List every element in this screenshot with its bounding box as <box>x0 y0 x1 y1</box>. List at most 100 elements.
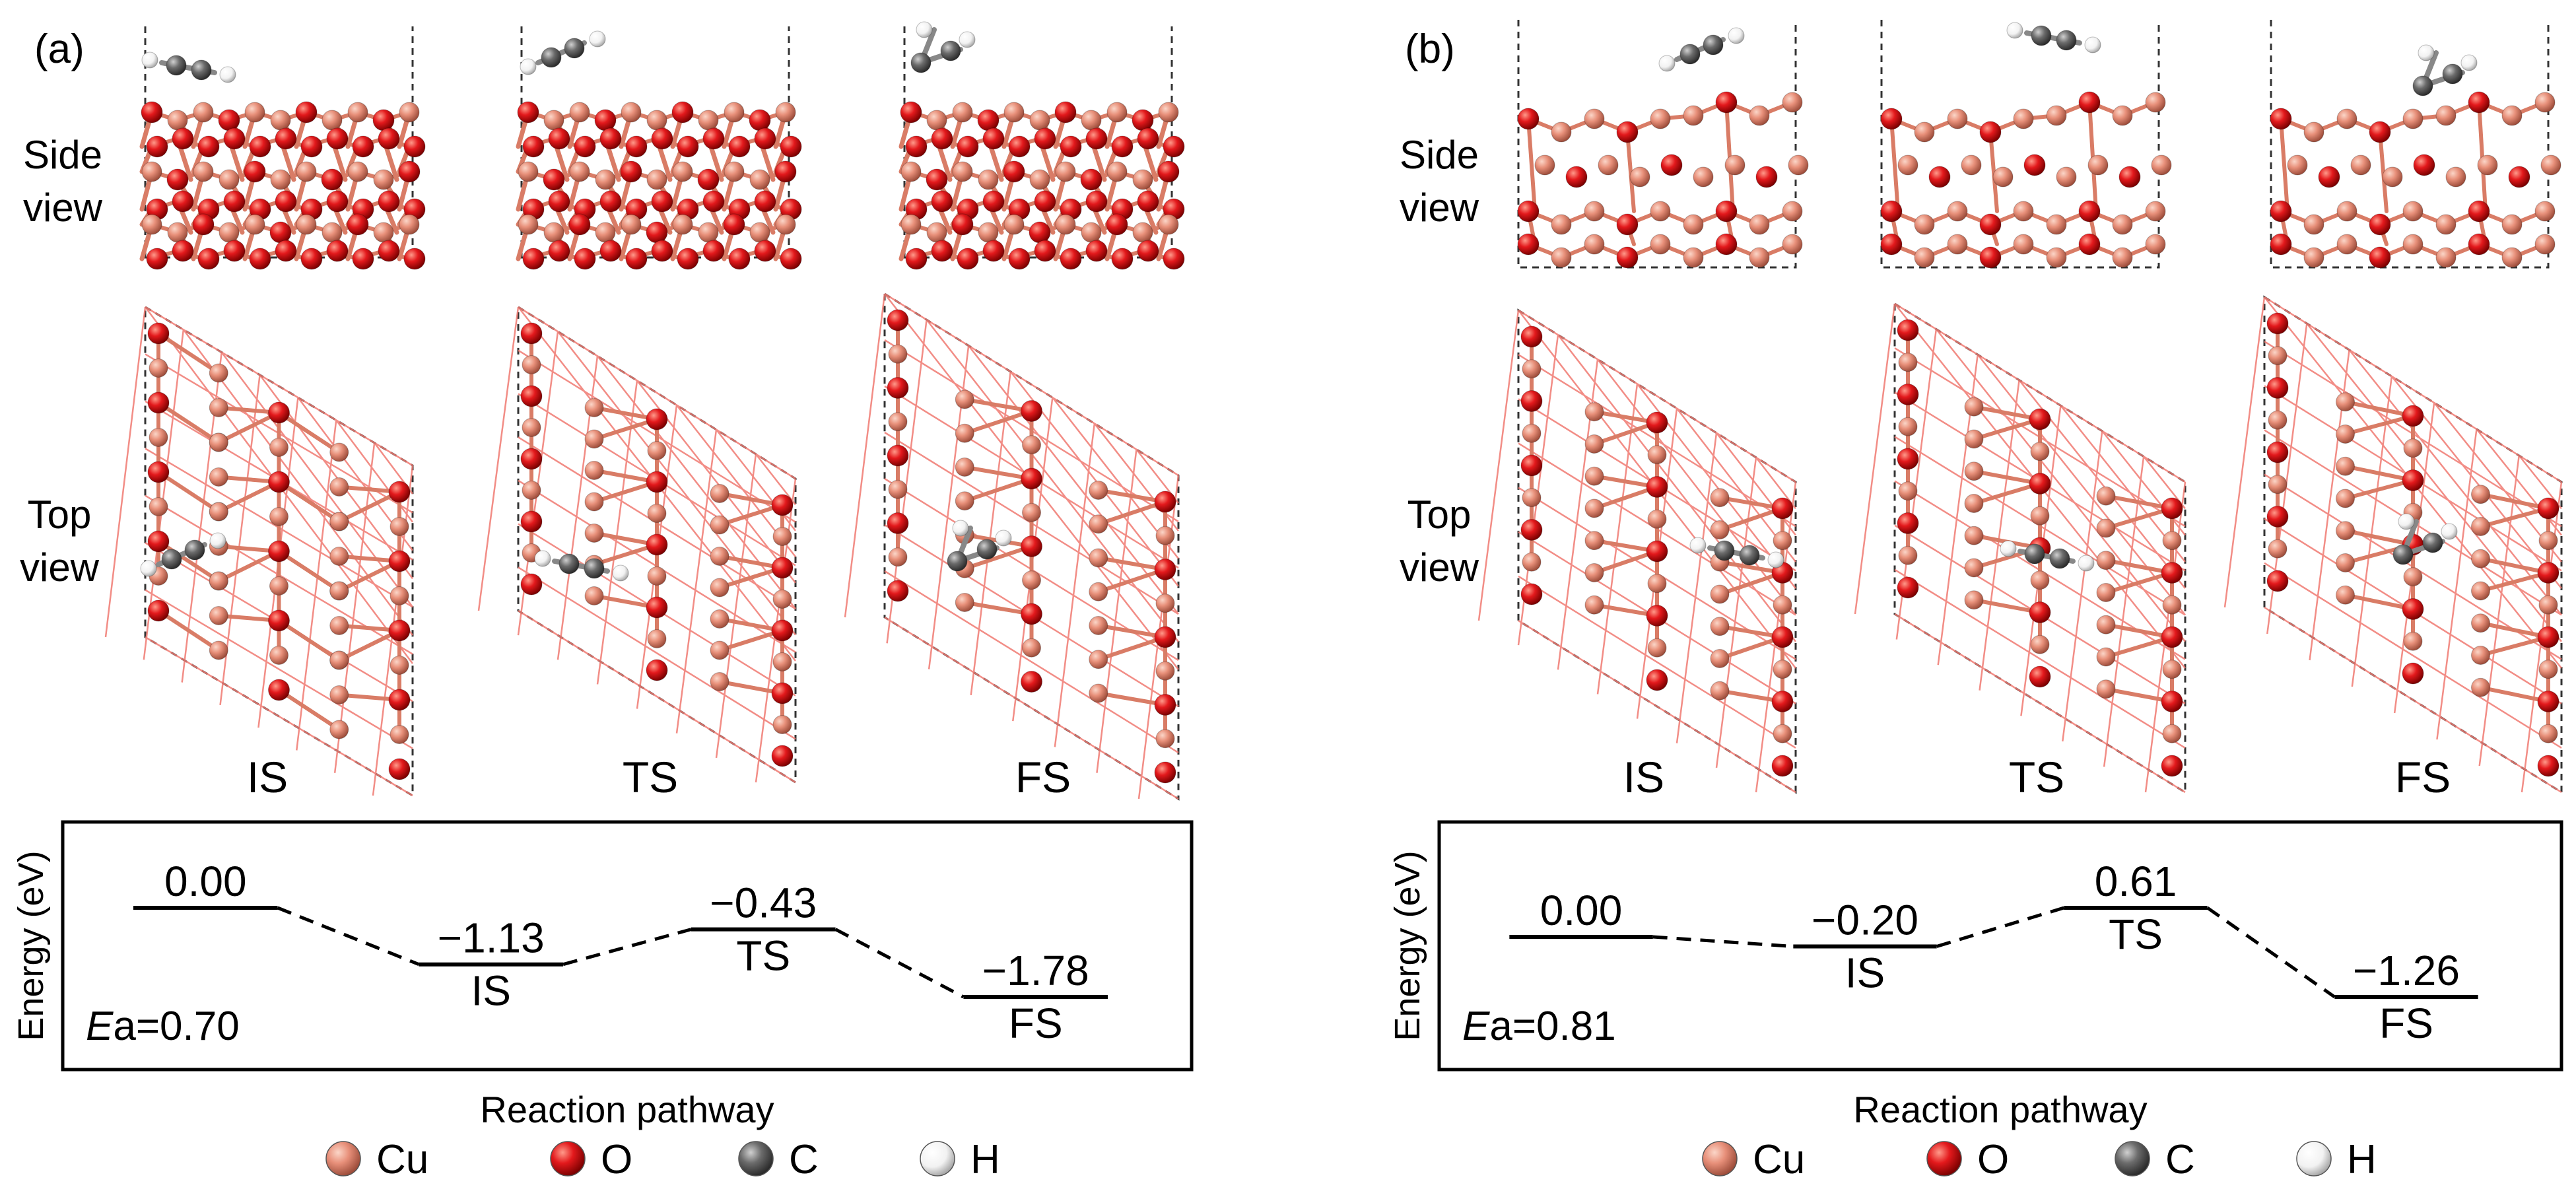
cu-atom <box>1089 514 1108 534</box>
o-atom <box>2078 233 2101 256</box>
cu-atom <box>1522 359 1542 379</box>
cu-atom <box>2162 531 2182 551</box>
bond <box>1592 409 1659 425</box>
cu-atom <box>772 715 792 734</box>
o-atom <box>1520 390 1543 412</box>
o-atom <box>378 127 400 150</box>
o-atom <box>574 135 596 158</box>
o-atom <box>2270 200 2292 222</box>
cu-atom <box>1710 584 1730 604</box>
cu-atom <box>390 725 409 744</box>
o-atom <box>378 190 400 213</box>
bond <box>2104 623 2174 639</box>
cu-atom <box>955 458 974 477</box>
o-atom <box>646 471 668 493</box>
bond <box>718 629 784 652</box>
cu-atom <box>1584 466 1604 486</box>
cu-atom <box>209 502 228 522</box>
o-atom <box>771 557 794 579</box>
h-atom <box>1658 55 1676 72</box>
bond <box>718 491 784 507</box>
o-atom <box>1154 694 1176 716</box>
o-atom <box>697 168 720 191</box>
cu-atom <box>647 441 667 460</box>
cu-atom <box>1089 650 1108 669</box>
bond <box>2343 414 2415 436</box>
cu-atom <box>1029 110 1050 131</box>
h-atom <box>2000 540 2017 557</box>
energy-b-connector-3 <box>2206 906 2336 999</box>
o-atom <box>2402 598 2424 620</box>
o-atom <box>1029 221 1051 244</box>
cu-atom <box>595 169 616 190</box>
bond <box>156 539 221 583</box>
o-atom <box>1646 411 1668 434</box>
o-atom <box>1616 213 1639 236</box>
energy-a-level-name-1: IS <box>471 967 511 1015</box>
cu-atom <box>329 477 349 496</box>
o-atom <box>1137 240 1159 262</box>
cu-atom <box>1650 201 1671 222</box>
energy-b-level-value-1: −0.20 <box>1812 896 1918 943</box>
cu-atom <box>1710 681 1730 700</box>
cu-atom <box>296 161 317 182</box>
cu-atom <box>2268 539 2288 559</box>
h-atom <box>959 31 976 48</box>
o-atom <box>887 512 909 534</box>
o-atom <box>1616 246 1639 269</box>
o-atom <box>218 109 240 131</box>
o-atom <box>268 401 290 424</box>
cu-atom <box>2303 214 2324 235</box>
o-atom <box>982 240 1005 262</box>
o-atom <box>147 392 170 414</box>
c-atom <box>2422 532 2443 553</box>
o-atom <box>2468 233 2490 256</box>
o-atom <box>1008 248 1031 270</box>
bond <box>592 468 659 484</box>
h-atom <box>2418 44 2435 61</box>
o-atom <box>300 248 323 270</box>
o-atom <box>172 190 194 213</box>
cu-atom <box>1055 161 1076 182</box>
o-atom <box>352 135 374 158</box>
bond <box>217 411 281 444</box>
o-atom <box>1003 160 1025 183</box>
o-atom <box>1646 669 1668 691</box>
o-atom <box>2537 497 2559 520</box>
c-atom <box>1703 34 1724 55</box>
cu-atom <box>2435 105 2457 126</box>
o-atom <box>771 745 794 767</box>
cu-atom <box>373 169 394 190</box>
cu-atom <box>1522 552 1542 572</box>
o-atom <box>172 240 194 262</box>
bond <box>718 617 784 632</box>
o-atom <box>147 530 170 553</box>
cu-atom <box>2013 234 2034 255</box>
panel-a-state-ts: TS <box>623 753 678 802</box>
o-atom <box>520 448 543 470</box>
cu-atom <box>1964 494 1984 513</box>
cu-atom <box>2030 506 2050 526</box>
cu-atom <box>329 581 349 601</box>
o-atom <box>1154 761 1176 784</box>
cu-atom <box>1964 558 1984 578</box>
h-atom <box>2460 54 2478 71</box>
bond <box>1972 405 2042 421</box>
o-atom <box>1646 540 1668 563</box>
cu-atom <box>2402 201 2423 222</box>
o-atom <box>2266 570 2289 592</box>
cu-atom <box>269 576 288 596</box>
cu-atom <box>955 491 974 511</box>
energy-a-level-name-3: FS <box>1009 1000 1063 1047</box>
c-atom <box>2056 30 2077 51</box>
bond <box>1625 130 1636 213</box>
bond <box>1096 691 1167 707</box>
cu-atom <box>1683 214 1704 235</box>
cu-atom <box>2087 154 2109 176</box>
o-atom <box>651 127 673 150</box>
cu-atom <box>2096 615 2116 634</box>
h-atom <box>612 564 629 582</box>
cu-atom <box>167 222 188 243</box>
bond <box>2478 492 2550 510</box>
bond <box>963 465 1034 481</box>
